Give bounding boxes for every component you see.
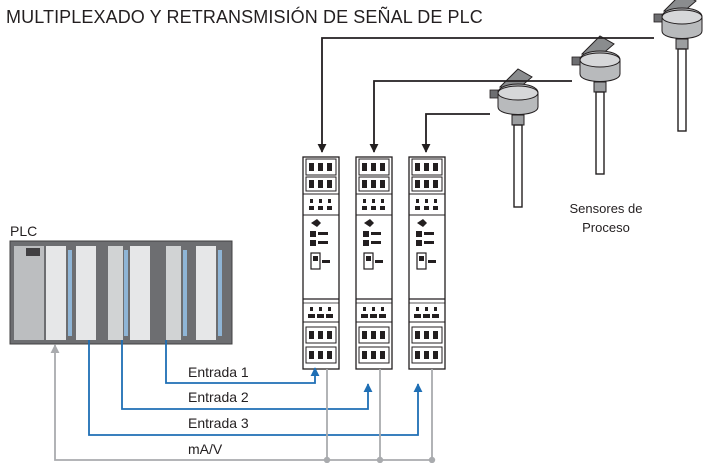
sensor-wire-1 <box>421 113 490 153</box>
process-sensor-2 <box>571 35 621 175</box>
output-wire <box>50 344 433 461</box>
input-wire-1 <box>165 340 320 384</box>
sensor-wire-3 <box>317 37 654 153</box>
process-sensor-3 <box>653 0 703 132</box>
input-wire-2 <box>121 340 373 410</box>
output-signal-label: mA/V <box>188 441 223 457</box>
input-1-label: Entrada 1 <box>188 364 249 380</box>
plc-rack <box>9 240 233 345</box>
process-sensor-1 <box>489 68 539 208</box>
signal-module-2 <box>355 156 393 370</box>
signal-module-3 <box>408 156 446 370</box>
sensor-wire-2 <box>369 80 572 153</box>
input-2-label: Entrada 2 <box>188 389 249 405</box>
diagram-title: MULTIPLEXADO Y RETRANSMISIÓN DE SEÑAL DE… <box>6 7 483 27</box>
output-junction-3 <box>428 456 436 463</box>
output-junction-1 <box>323 456 331 463</box>
sensors-label-line-2: Proceso <box>582 220 630 235</box>
input-3-label: Entrada 3 <box>188 415 249 431</box>
signal-module-1 <box>302 156 340 370</box>
output-junction-2 <box>376 456 384 463</box>
input-wire-3 <box>88 340 423 436</box>
sensors-label-line-1: Sensores de <box>570 201 643 216</box>
plc-label: PLC <box>10 223 37 239</box>
